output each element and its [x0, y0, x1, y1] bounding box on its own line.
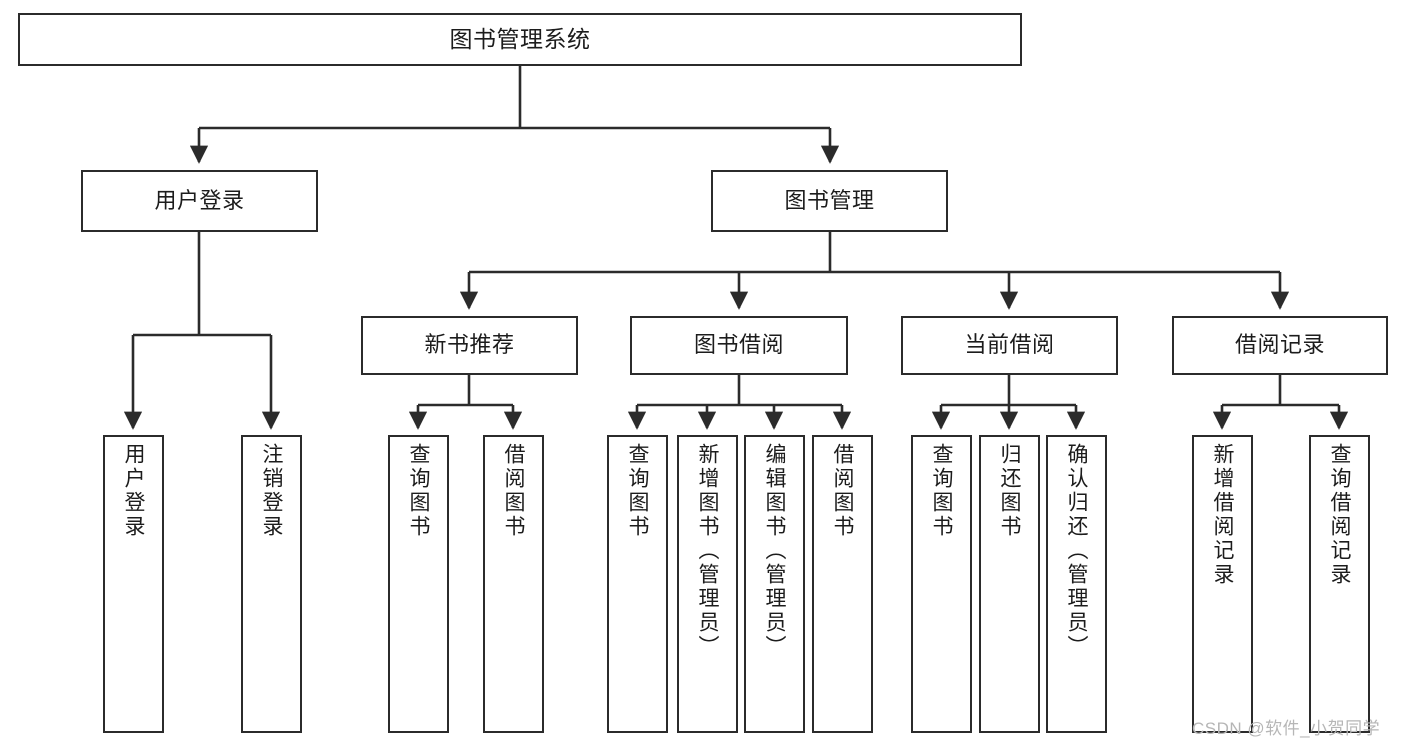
node-label: 用户登录	[154, 187, 245, 213]
node-label: 查询图书	[626, 443, 649, 539]
node-borrowing-records[interactable]: 借阅记录	[1172, 316, 1388, 375]
node-label: 编辑图书（管理员）	[763, 443, 786, 659]
leaf-edit-book-admin[interactable]: 编辑图书（管理员）	[744, 435, 805, 733]
leaf-query-book-recommend[interactable]: 查询图书	[388, 435, 449, 733]
node-label: 借阅图书	[502, 443, 525, 539]
node-label: 图书管理	[784, 187, 875, 213]
leaf-borrow-book[interactable]: 借阅图书	[812, 435, 873, 733]
leaf-query-book-borrow[interactable]: 查询图书	[607, 435, 668, 733]
node-label: 查询图书	[407, 443, 430, 539]
leaf-query-borrow-record[interactable]: 查询借阅记录	[1309, 435, 1370, 733]
node-label: 新书推荐	[424, 332, 515, 358]
node-label: 图书借阅	[693, 332, 784, 358]
node-book-management[interactable]: 图书管理	[711, 170, 948, 232]
leaf-add-book-admin[interactable]: 新增图书（管理员）	[677, 435, 738, 733]
node-label: 借阅图书	[831, 443, 854, 539]
node-label: 借阅记录	[1234, 332, 1325, 358]
node-book-borrowing[interactable]: 图书借阅	[630, 316, 848, 375]
node-user-login[interactable]: 用户登录	[81, 170, 318, 232]
node-label: 归还图书	[998, 443, 1021, 539]
leaf-user-login[interactable]: 用户登录	[103, 435, 164, 733]
node-root-book-management-system[interactable]: 图书管理系统	[18, 13, 1022, 66]
node-label: 当前借阅	[964, 332, 1055, 358]
leaf-logout[interactable]: 注销登录	[241, 435, 302, 733]
csdn-watermark: CSDN @软件_小贺同学	[1192, 719, 1381, 738]
node-label: 注销登录	[260, 443, 283, 539]
leaf-confirm-return-admin[interactable]: 确认归还（管理员）	[1046, 435, 1107, 733]
node-new-book-recommendation[interactable]: 新书推荐	[361, 316, 578, 375]
node-current-borrowing[interactable]: 当前借阅	[901, 316, 1118, 375]
node-label: 查询借阅记录	[1328, 443, 1351, 587]
leaf-query-book-current[interactable]: 查询图书	[911, 435, 972, 733]
leaf-borrow-book-recommend[interactable]: 借阅图书	[483, 435, 544, 733]
node-label: 新增借阅记录	[1211, 443, 1234, 587]
node-label: 用户登录	[122, 443, 145, 539]
node-label: 查询图书	[930, 443, 953, 539]
node-label: 新增图书（管理员）	[696, 443, 719, 659]
node-label: 图书管理系统	[449, 25, 591, 52]
node-label: 确认归还（管理员）	[1065, 443, 1088, 659]
leaf-add-borrow-record[interactable]: 新增借阅记录	[1192, 435, 1253, 733]
leaf-return-book[interactable]: 归还图书	[979, 435, 1040, 733]
